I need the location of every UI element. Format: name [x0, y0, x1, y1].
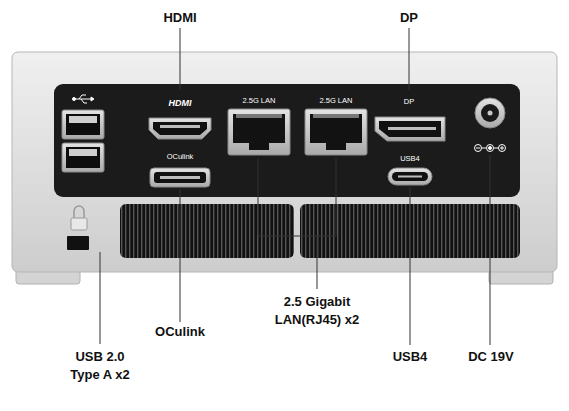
usb-a-port: [62, 110, 104, 139]
port-callout: 2.5 Gigabit LAN(RJ45) x2: [256, 293, 378, 329]
port-callout: USB4: [393, 350, 428, 365]
usb-icon: [73, 95, 95, 103]
vent-grille: [120, 204, 294, 258]
leader-line: [100, 28, 490, 345]
security-lock: [67, 206, 89, 250]
port-callout: OCulink: [155, 325, 205, 340]
port-label: OCulink: [167, 153, 194, 162]
port-logo: HDMI: [169, 98, 192, 108]
port-label: DP: [404, 98, 414, 107]
oculink-port: [150, 168, 210, 187]
port-label: 2.5G LAN: [243, 97, 276, 106]
port-panel: [54, 84, 520, 197]
rj45-port: [305, 109, 367, 155]
port-callout: HDMI: [163, 11, 196, 26]
port-callout: USB 2.0 Type A x2: [60, 348, 140, 384]
usb-a-port: [62, 143, 104, 172]
dc-jack: [475, 98, 505, 128]
port-label: 2.5G LAN: [320, 97, 353, 106]
device-body: [12, 52, 557, 272]
port-label: USB4: [400, 155, 420, 164]
port-callout: DC 19V: [468, 350, 514, 365]
port-callout: DP: [400, 11, 418, 26]
polarity-symbol: [475, 145, 506, 152]
hdmi-port: [149, 118, 211, 139]
rj45-port: [228, 109, 290, 155]
displayport-port: [375, 117, 445, 141]
usb-c-port: [388, 168, 432, 185]
